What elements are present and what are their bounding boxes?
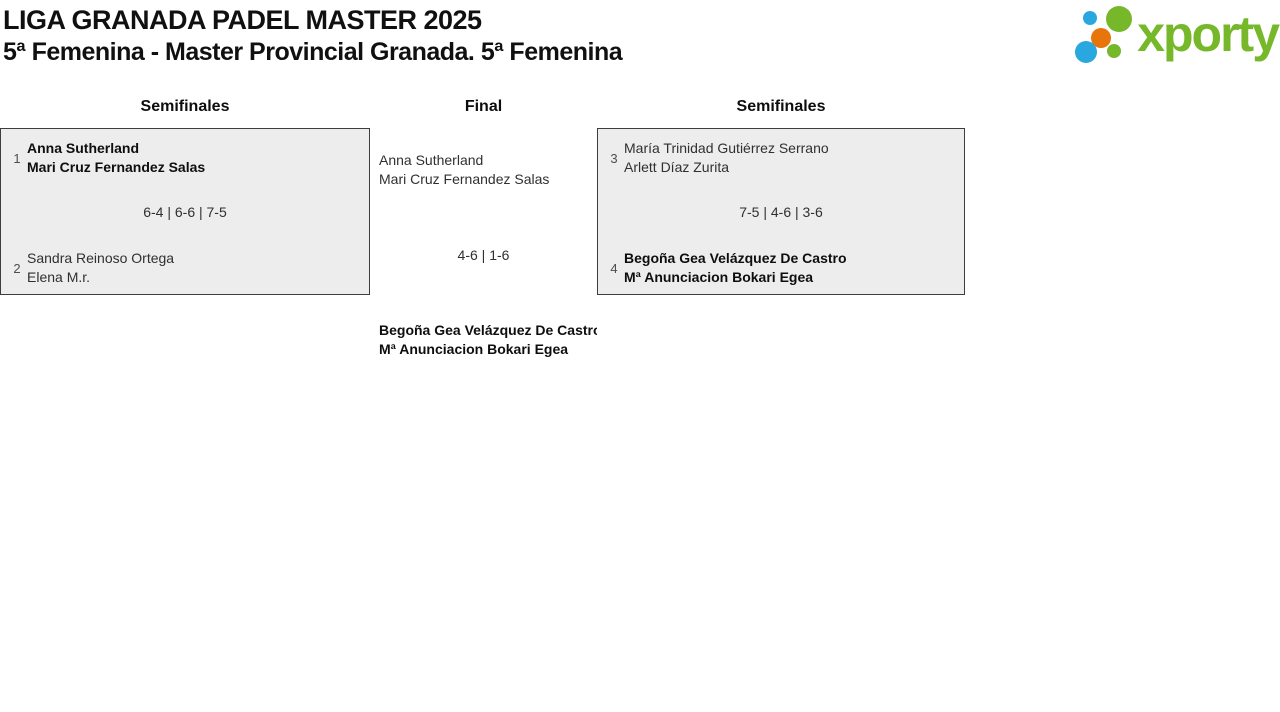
player-name: Anna Sutherland <box>27 140 140 156</box>
player-name: María Trinidad Gutiérrez Serrano <box>624 140 829 156</box>
player-name: Sandra Reinoso Ortega <box>27 250 175 266</box>
final-winner-team: Begoña Gea Velázquez De Castro Mª Anunci… <box>379 321 597 359</box>
semifinal-1-match: 1 Anna Sutherland Mari Cruz Fernandez Sa… <box>0 128 370 295</box>
seed-number: 4 <box>610 260 618 276</box>
match-score: 7-5 | 4-6 | 3-6 <box>739 204 823 220</box>
player-name: Elena M.r. <box>27 269 91 285</box>
round-header-final: Final <box>464 98 503 115</box>
player-name: Begoña Gea Velázquez De Castro <box>624 250 847 266</box>
player-name: Arlett Díaz Zurita <box>624 159 730 175</box>
page-title: LIGA GRANADA PADEL MASTER 2025 <box>3 5 482 35</box>
page-subtitle: 5ª Femenina - Master Provincial Granada.… <box>3 38 623 66</box>
team-entry: 4 Begoña Gea Velázquez De Castro Mª Anun… <box>604 249 958 287</box>
final-team-top: Anna Sutherland Mari Cruz Fernandez Sala… <box>379 151 549 189</box>
player-name: Mari Cruz Fernandez Salas <box>27 159 206 175</box>
semifinal-2-match: 3 María Trinidad Gutiérrez Serrano Arlet… <box>597 128 965 295</box>
team-players: Begoña Gea Velázquez De Castro Mª Anunci… <box>624 249 847 287</box>
player-name: Begoña Gea Velázquez De Castro <box>379 322 597 338</box>
seed-number: 2 <box>13 260 21 276</box>
player-name: Mari Cruz Fernandez Salas <box>379 171 550 187</box>
seed-number: 3 <box>610 150 618 166</box>
player-name: Anna Sutherland <box>379 152 484 168</box>
final-score: 4-6 | 1-6 <box>457 247 510 263</box>
seed-number: 1 <box>13 150 21 166</box>
team-players: Anna Sutherland Mari Cruz Fernandez Sala… <box>27 139 205 177</box>
team-entry: 3 María Trinidad Gutiérrez Serrano Arlet… <box>604 139 958 177</box>
round-header-semifinales-right: Semifinales <box>736 98 826 115</box>
xporty-logo[interactable]: xporty <box>1071 4 1280 70</box>
team-players: Sandra Reinoso Ortega Elena M.r. <box>27 249 174 287</box>
player-name: Mª Anunciacion Bokari Egea <box>624 269 814 285</box>
player-name: Mª Anunciacion Bokari Egea <box>379 341 569 357</box>
team-entry: 1 Anna Sutherland Mari Cruz Fernandez Sa… <box>7 139 363 177</box>
xporty-dots-icon <box>1075 6 1133 63</box>
team-entry: 2 Sandra Reinoso Ortega Elena M.r. <box>7 249 363 287</box>
xporty-wordmark: xporty <box>1137 6 1280 62</box>
match-score: 6-4 | 6-6 | 7-5 <box>143 204 227 220</box>
team-players: María Trinidad Gutiérrez Serrano Arlett … <box>624 139 829 177</box>
round-header-semifinales-left: Semifinales <box>140 98 230 115</box>
